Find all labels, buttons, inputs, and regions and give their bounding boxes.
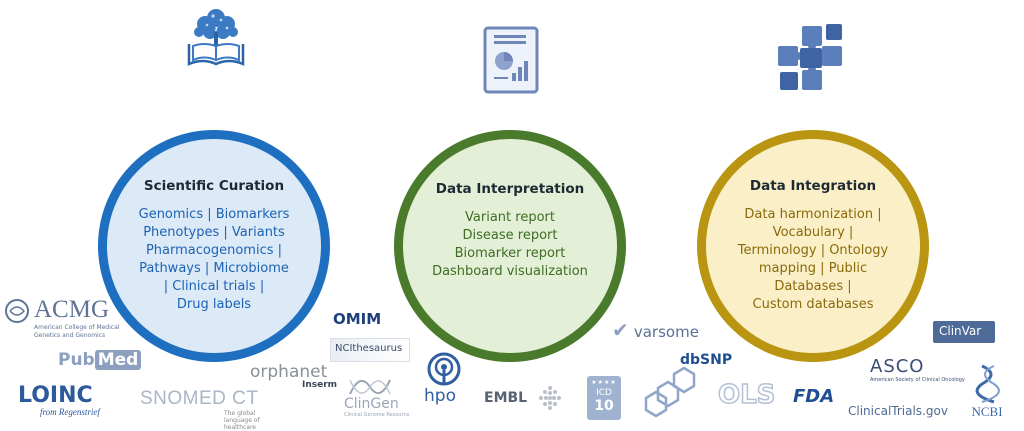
section-body-line: Drug labels — [176, 297, 252, 312]
acmg-name: ACMG — [34, 296, 110, 323]
report-chart-icon — [483, 26, 539, 94]
section-title: Data Integration — [749, 178, 877, 194]
section-body-line: Disease report — [462, 228, 558, 243]
varsome-logo: ✔ varsome — [612, 318, 699, 342]
hpo-name: hpo — [424, 386, 456, 406]
section-body-line: Vocabulary | — [772, 225, 854, 240]
data-interpretation-circle: Data Interpretation Variant report Disea… — [394, 130, 626, 362]
icd-number: 10 — [594, 398, 614, 414]
data-integration-circle: Data Integration Data harmonization | Vo… — [697, 130, 929, 362]
section-body-line: Pathways | Microbiome — [139, 261, 289, 276]
embl-dots-icon — [539, 386, 562, 410]
snomed-name: SNOMED CT — [140, 388, 259, 409]
icd-stars-icon: ★★★★ — [591, 379, 617, 386]
ncbi-helix-icon — [975, 364, 1000, 404]
asco-subtitle: American Society of Clinical Oncology — [870, 377, 965, 383]
varsome-check-icon: ✔ — [612, 318, 629, 342]
fda-logo: FDA — [793, 386, 834, 407]
hpo-logo: hpo — [424, 352, 461, 406]
hpo-signal-icon — [427, 352, 461, 386]
section-body-line: mapping | Public — [758, 261, 868, 276]
section-body-line: Terminology | Ontology — [737, 243, 889, 258]
embl-logo: EMBL — [484, 384, 564, 412]
section-body-line: Genomics | Biomarkers — [138, 207, 290, 222]
nci-thesaurus-name: NCIthesaurus — [335, 343, 403, 354]
section-body: Genomics | Biomarkers Phenotypes | Varia… — [124, 206, 304, 314]
icd10-logo: ★★★★ ICD 10 — [587, 376, 621, 420]
section-title: Data Interpretation — [435, 181, 585, 197]
loinc-logo: LOINC from Regenstrief — [18, 383, 100, 418]
dbsnp-logo: dbSNP — [644, 352, 732, 418]
clinvar-name: ClinVar — [939, 324, 982, 338]
clinicaltrials-name: ClinicalTrials.gov — [848, 404, 948, 418]
clinvar-logo: ClinVar — [933, 321, 995, 343]
acmg-subtitle: American College of Medical — [34, 324, 120, 331]
section-body-line: Custom databases — [752, 297, 874, 312]
section-body-line: Variant report — [465, 210, 555, 225]
dbsnp-name: dbSNP — [680, 352, 733, 368]
varsome-name: varsome — [633, 323, 699, 341]
pubmed-part-b: Med — [94, 350, 142, 370]
clingen-helix-icon — [349, 379, 391, 395]
section-title: Scientific Curation — [143, 178, 285, 194]
hexagon-molecule-icon — [644, 366, 696, 418]
section-body-line: Phenotypes | Variants — [143, 225, 285, 240]
acmg-subtitle: Genetics and Genomics — [34, 332, 106, 339]
section-body-line: Dashboard visualization — [432, 264, 588, 279]
orphanet-logo: orphanet Inserm — [250, 362, 337, 390]
snomed-logo: SNOMED CT The global language of healthc… — [140, 388, 274, 431]
ols-logo: OLS — [717, 379, 776, 411]
loinc-name: LOINC — [18, 383, 93, 408]
nci-thesaurus-logo: NCIthesaurus — [330, 338, 410, 362]
embl-name: EMBL — [484, 390, 528, 406]
ncbi-logo: NCBI — [970, 364, 1004, 420]
scientific-curation-circle: Scientific Curation Genomics | Biomarker… — [98, 130, 330, 362]
section-body-line: Data harmonization | — [744, 207, 882, 222]
section-body: Data harmonization | Vocabulary | Termin… — [728, 206, 898, 314]
fda-name: FDA — [793, 386, 835, 407]
snomed-subtitle: The global language of healthcare — [224, 410, 260, 431]
omim-logo: OMIM — [333, 310, 381, 328]
section-body-line: Pharmacogenomics | — [145, 243, 283, 258]
clingen-subtitle: Clinical Genome Resource — [344, 412, 410, 418]
ols-name: OLS — [717, 379, 776, 411]
inserm-name: Inserm — [302, 380, 338, 390]
clingen-name: ClinGen — [344, 396, 399, 412]
book-tree-icon — [187, 9, 245, 66]
loinc-subtitle: from Regenstrief — [40, 407, 100, 417]
section-body: Variant report Disease report Biomarker … — [415, 209, 605, 281]
section-body-line: | Clinical trials | — [163, 279, 265, 294]
acmg-emblem-icon — [5, 299, 29, 323]
clinicaltrials-logo: ClinicalTrials.gov — [848, 404, 948, 418]
orphanet-name: orphanet — [250, 362, 328, 382]
asco-logo: ASCO American Society of Clinical Oncolo… — [870, 356, 965, 383]
section-body-line: Biomarker report — [454, 246, 566, 261]
puzzle-icon — [778, 24, 842, 90]
icd-name: ICD — [596, 388, 612, 398]
section-body-line: Databases | — [774, 279, 852, 294]
ncbi-name: NCBI — [971, 404, 1003, 419]
asco-name: ASCO — [870, 356, 925, 377]
clingen-logo: ClinGen Clinical Genome Resource — [344, 376, 409, 418]
omim-name: OMIM — [333, 310, 382, 328]
pubmed-part-a: Pub — [58, 350, 95, 370]
